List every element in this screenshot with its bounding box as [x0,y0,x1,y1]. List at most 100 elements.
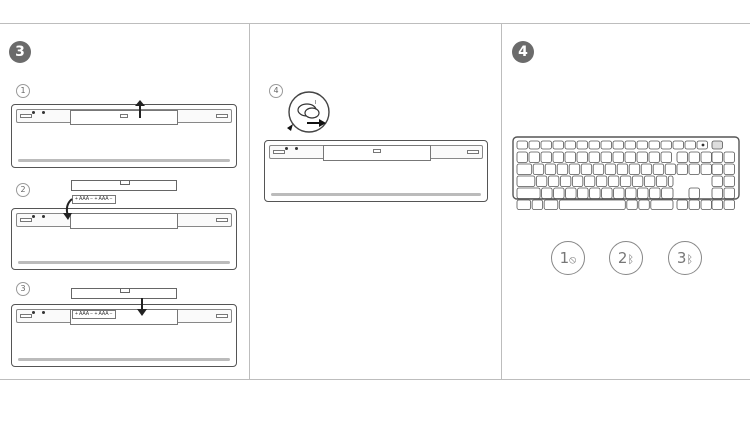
key [650,199,674,210]
logo-badge [711,140,723,150]
numpad-key [723,151,735,163]
foot-left [20,218,32,222]
power-switch-closeup-icon: I [287,91,330,133]
battery-cover [323,145,431,161]
key [583,175,596,187]
keyboard-underside-2 [11,208,237,270]
key [625,187,637,199]
foot-left [20,114,32,118]
key [612,140,624,150]
keyboard-underside-4 [264,140,488,202]
key [619,175,632,187]
key [535,175,548,187]
key [652,163,665,175]
key [565,187,577,199]
key [624,151,636,163]
key [552,151,564,163]
mode-button-3[interactable]: 3ᛒ [668,241,702,275]
key [564,140,576,150]
key [636,151,648,163]
battery-minus: − [109,311,113,317]
battery-label: AAA [79,196,89,202]
key [540,151,552,163]
arrow-key [688,199,700,210]
substep-badge-4: 4 [269,84,283,98]
status-led [701,143,705,147]
key [649,187,661,199]
numpad-key [711,187,723,199]
svg-text:I: I [315,100,316,106]
key [664,163,677,175]
arrow-key [676,199,688,210]
battery-pair: + AAA − + AAA − [72,195,116,204]
battery-cover-replace [71,288,177,299]
key [684,140,696,150]
key [616,163,629,175]
key [571,175,584,187]
switch-dot [32,215,35,218]
key [516,199,532,210]
key [577,187,589,199]
key [660,140,672,150]
key [613,187,625,199]
switch-dot [42,311,45,314]
key [516,140,528,150]
numpad-key [723,199,735,210]
switch-dot [285,147,288,150]
key [595,175,608,187]
keyboard-edge [18,358,230,361]
key [628,163,641,175]
key [655,175,668,187]
key [532,163,545,175]
receiver-icon: ⦸ [569,253,577,266]
switch-dot [42,215,45,218]
close-arrow-icon [137,298,147,316]
key [612,151,624,163]
panel-divider-1 [249,23,250,380]
foot-left [20,314,32,318]
key [588,140,600,150]
keyboard-top-view [512,136,740,210]
bottom-divider [0,379,750,380]
key [688,163,700,175]
key [544,163,557,175]
battery-label: AAA [98,311,109,317]
switch-dot [42,111,45,114]
numpad-key [711,163,723,175]
key [600,151,612,163]
key [626,199,638,210]
step-badge-3: 3 [9,41,31,63]
battery-label: AAA [79,311,89,317]
key [636,140,648,150]
substep-badge-3: 3 [16,282,30,296]
key [588,151,600,163]
numpad-key [711,151,723,163]
key [638,199,650,210]
key [531,199,544,210]
keyboard-edge [271,193,481,196]
arrow-key [700,199,712,210]
key [556,163,569,175]
numpad-key [723,163,735,175]
key [592,163,605,175]
key [643,175,656,187]
numpad-key [711,199,723,210]
key [528,151,540,163]
bluetooth-icon: ᛒ [686,253,694,266]
key [676,151,688,163]
key [543,199,559,210]
key [516,187,541,199]
foot-right [216,218,228,222]
key [516,163,533,175]
key [624,140,636,150]
space-bar [558,199,626,210]
mode-button-2[interactable]: 2ᛒ [609,241,643,275]
key [540,140,552,150]
lift-arrow-icon [135,100,145,118]
keyboard-edge [18,159,230,162]
key [601,187,613,199]
key [631,175,644,187]
key [559,175,572,187]
mode-button-1[interactable]: 1⦸ [551,241,585,275]
battery-plus: + [94,311,98,317]
